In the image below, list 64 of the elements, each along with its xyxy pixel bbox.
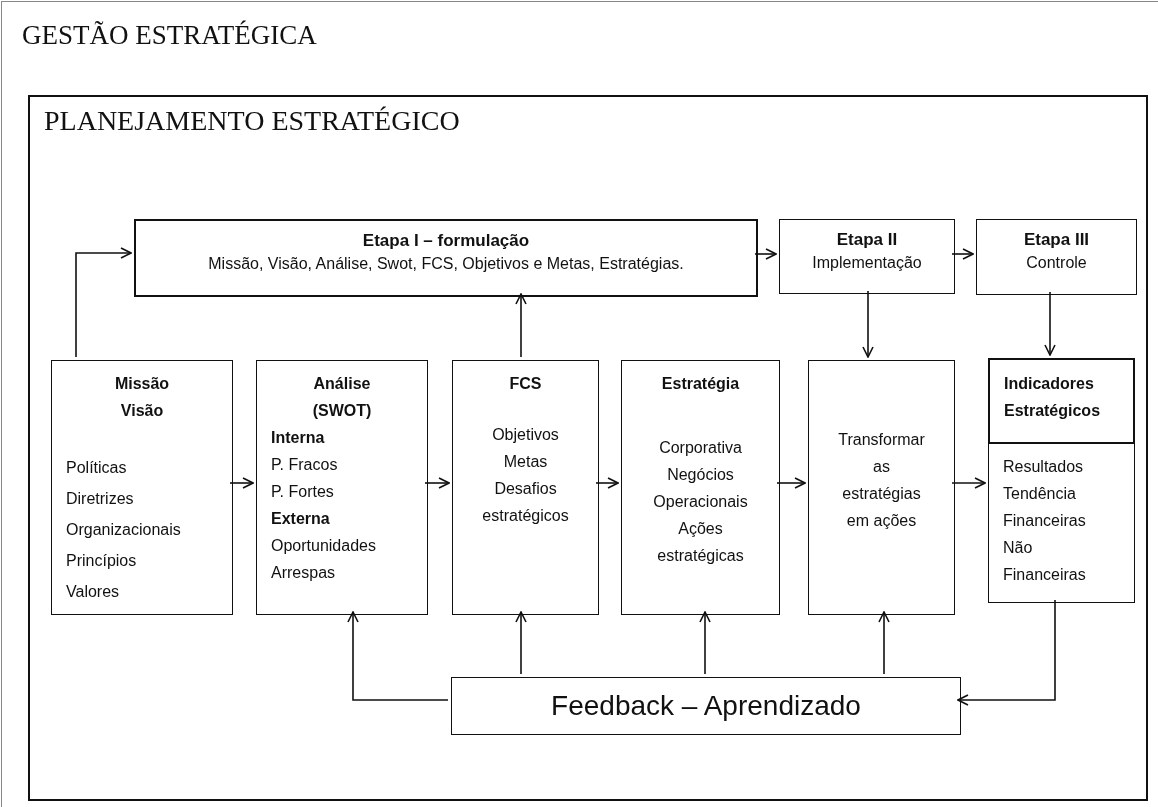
arrow bbox=[1044, 291, 1056, 356]
list-item: Operacionais bbox=[652, 492, 749, 512]
arrow bbox=[776, 477, 806, 489]
stage-title: Etapa II bbox=[835, 230, 899, 250]
inner-frame bbox=[28, 95, 1148, 801]
process-box bbox=[808, 360, 955, 615]
list-item: Interna bbox=[270, 428, 326, 448]
stage-box bbox=[779, 219, 955, 294]
stage-title: Etapa I – formulação bbox=[361, 231, 531, 251]
stage-text: Implementação bbox=[811, 254, 923, 272]
process-box bbox=[256, 360, 428, 615]
indicator-box bbox=[988, 358, 1135, 603]
arrow bbox=[515, 611, 527, 675]
list-item: Tendência bbox=[1003, 484, 1077, 504]
stage-box bbox=[976, 219, 1137, 295]
list-item: Diretrizes bbox=[65, 489, 135, 509]
arrow bbox=[347, 611, 449, 701]
indicator-heading: Indicadores Estratégicos bbox=[988, 358, 1135, 444]
column-heading: Missão Visão bbox=[113, 374, 171, 421]
arrow bbox=[229, 477, 254, 489]
arrow bbox=[951, 248, 974, 260]
list-item: Financeiras bbox=[1003, 511, 1087, 531]
list-item: Ações estratégicas bbox=[656, 519, 745, 566]
list-item: Desafios estratégicos bbox=[481, 479, 570, 526]
process-box bbox=[621, 360, 780, 615]
arrow bbox=[878, 611, 890, 675]
arrow bbox=[515, 293, 527, 358]
column-heading: Estratégia bbox=[660, 374, 741, 394]
frame-heading: GESTÃO ESTRATÉGICA bbox=[22, 20, 317, 51]
stage-text: Controle bbox=[1025, 254, 1088, 272]
stage-title: Etapa III bbox=[1022, 230, 1091, 250]
list-item: Resultados bbox=[1003, 457, 1085, 477]
process-box bbox=[51, 360, 233, 615]
list-item: P. Fracos bbox=[270, 455, 339, 475]
process-text: Transformar as estratégias em ações bbox=[837, 430, 926, 531]
list-item: Princípios bbox=[65, 551, 138, 571]
list-item: P. Fortes bbox=[270, 482, 335, 502]
arrow bbox=[75, 247, 132, 358]
list-item: Organizacionais bbox=[65, 520, 182, 540]
frame-heading: PLANEJAMENTO ESTRATÉGICO bbox=[44, 105, 460, 137]
list-item: Não Financeiras bbox=[1003, 538, 1087, 585]
arrow bbox=[957, 599, 1056, 706]
list-item: Externa bbox=[270, 509, 331, 529]
list-item: Corporativa bbox=[658, 438, 743, 458]
list-item: Arrespas bbox=[270, 563, 337, 583]
list-item: Metas bbox=[502, 452, 549, 472]
list-item: Políticas bbox=[65, 458, 128, 478]
arrow bbox=[699, 611, 711, 675]
arrow bbox=[595, 477, 619, 489]
feedback-box bbox=[451, 677, 961, 735]
process-box bbox=[452, 360, 599, 615]
arrow bbox=[754, 248, 777, 260]
arrow bbox=[951, 477, 986, 489]
list-item: Valores bbox=[65, 582, 121, 602]
list-item: Negócios bbox=[666, 465, 735, 485]
arrow bbox=[424, 477, 450, 489]
feedback-text: Feedback – Aprendizado bbox=[550, 689, 862, 723]
stage-box bbox=[134, 219, 758, 297]
list-item: Oportunidades bbox=[270, 536, 377, 556]
column-heading: FCS bbox=[508, 374, 543, 394]
stage-text: Missão, Visão, Análise, Swot, FCS, Objetivos e Metas, Estratégias. bbox=[207, 255, 685, 273]
list-item: Objetivos bbox=[491, 425, 560, 445]
column-heading: Análise (SWOT) bbox=[311, 374, 373, 421]
arrow bbox=[862, 290, 874, 358]
